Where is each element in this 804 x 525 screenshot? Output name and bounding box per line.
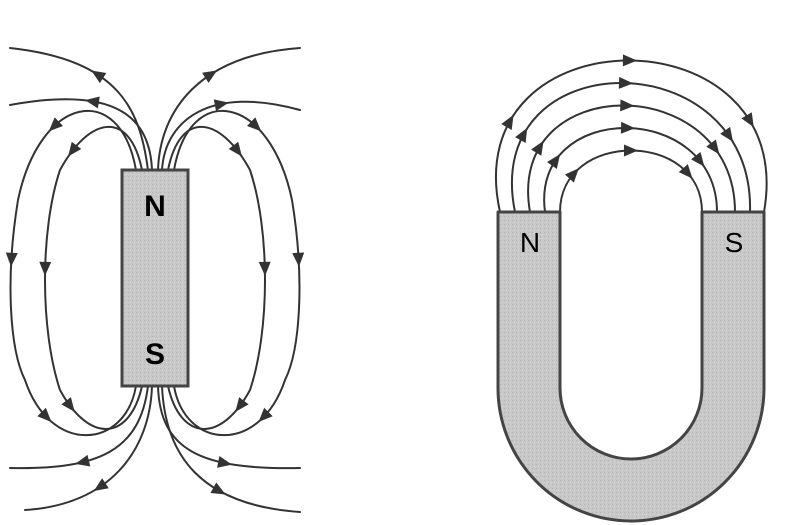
field-arrow-icon (501, 114, 514, 130)
field-arrow-icon (5, 252, 18, 267)
field-arrow-icon (39, 261, 52, 276)
bar-field-line-top (161, 100, 301, 171)
field-arrow-icon (202, 70, 218, 83)
bar-field-line-top (9, 47, 149, 171)
field-arrow-icon (217, 455, 232, 468)
bar-field-line-left (44, 125, 143, 430)
field-arrow-icon (235, 397, 249, 412)
bar-magnet-south-label: S (145, 338, 165, 371)
field-arrow-icon (37, 407, 52, 422)
bar-field-line-bottom (157, 385, 301, 470)
field-arrow-icon (93, 478, 109, 491)
field-arrow-icon (623, 144, 638, 157)
bar-magnet-field-lines (5, 47, 305, 513)
field-arrow-icon (68, 141, 82, 157)
field-arrow-icon (91, 70, 107, 84)
bar-field-line-bottom (9, 385, 149, 470)
horseshoe-field-line (543, 127, 718, 213)
bar-field-line-top (157, 47, 301, 171)
field-arrow-icon (61, 397, 75, 412)
bar-magnet-north-label: N (144, 190, 166, 223)
field-arrow-icon (292, 252, 305, 267)
field-arrow-icon (620, 121, 635, 134)
horseshoe-magnet-body (496, 210, 766, 523)
field-arrow-icon (210, 482, 226, 495)
field-arrow-icon (228, 141, 242, 157)
horseshoe-field-line (559, 149, 703, 213)
field-arrow-icon (258, 407, 273, 422)
field-arrow-icon (741, 112, 754, 128)
bar-field-line-bottom (161, 385, 301, 513)
field-arrow-icon (720, 126, 734, 142)
field-arrow-icon (620, 99, 635, 112)
field-arrow-icon (678, 164, 693, 179)
horseshoe-magnet-north-label: N (520, 227, 540, 258)
field-arrow-icon (258, 261, 271, 276)
field-arrow-icon (84, 96, 100, 109)
field-arrow-icon (213, 99, 229, 112)
bar-field-line-right (173, 110, 301, 436)
field-arrow-icon (48, 117, 64, 132)
horseshoe-field-line (527, 104, 736, 213)
bar-magnet-body (120, 168, 190, 388)
bar-field-line-right (167, 125, 266, 430)
horseshoe-magnet: N S (496, 210, 766, 523)
field-arrow-icon (75, 454, 91, 467)
bar-field-line-bottom (24, 385, 153, 511)
bar-field-line-top (9, 98, 153, 171)
field-arrow-icon (706, 139, 720, 155)
field-arrow-icon (564, 168, 579, 183)
field-arrow-icon (246, 117, 262, 132)
field-arrow-icon (618, 76, 633, 89)
field-arrow-icon (515, 127, 528, 144)
field-arrow-icon (547, 154, 561, 169)
field-arrow-icon (531, 140, 544, 156)
field-arrow-icon (691, 151, 705, 167)
horseshoe-magnet-field-lines (495, 54, 768, 213)
bar-field-line-left (9, 110, 137, 436)
field-arrow-icon (622, 54, 637, 67)
bar-magnet: N S (120, 168, 190, 388)
horseshoe-magnet-south-label: S (725, 227, 744, 258)
